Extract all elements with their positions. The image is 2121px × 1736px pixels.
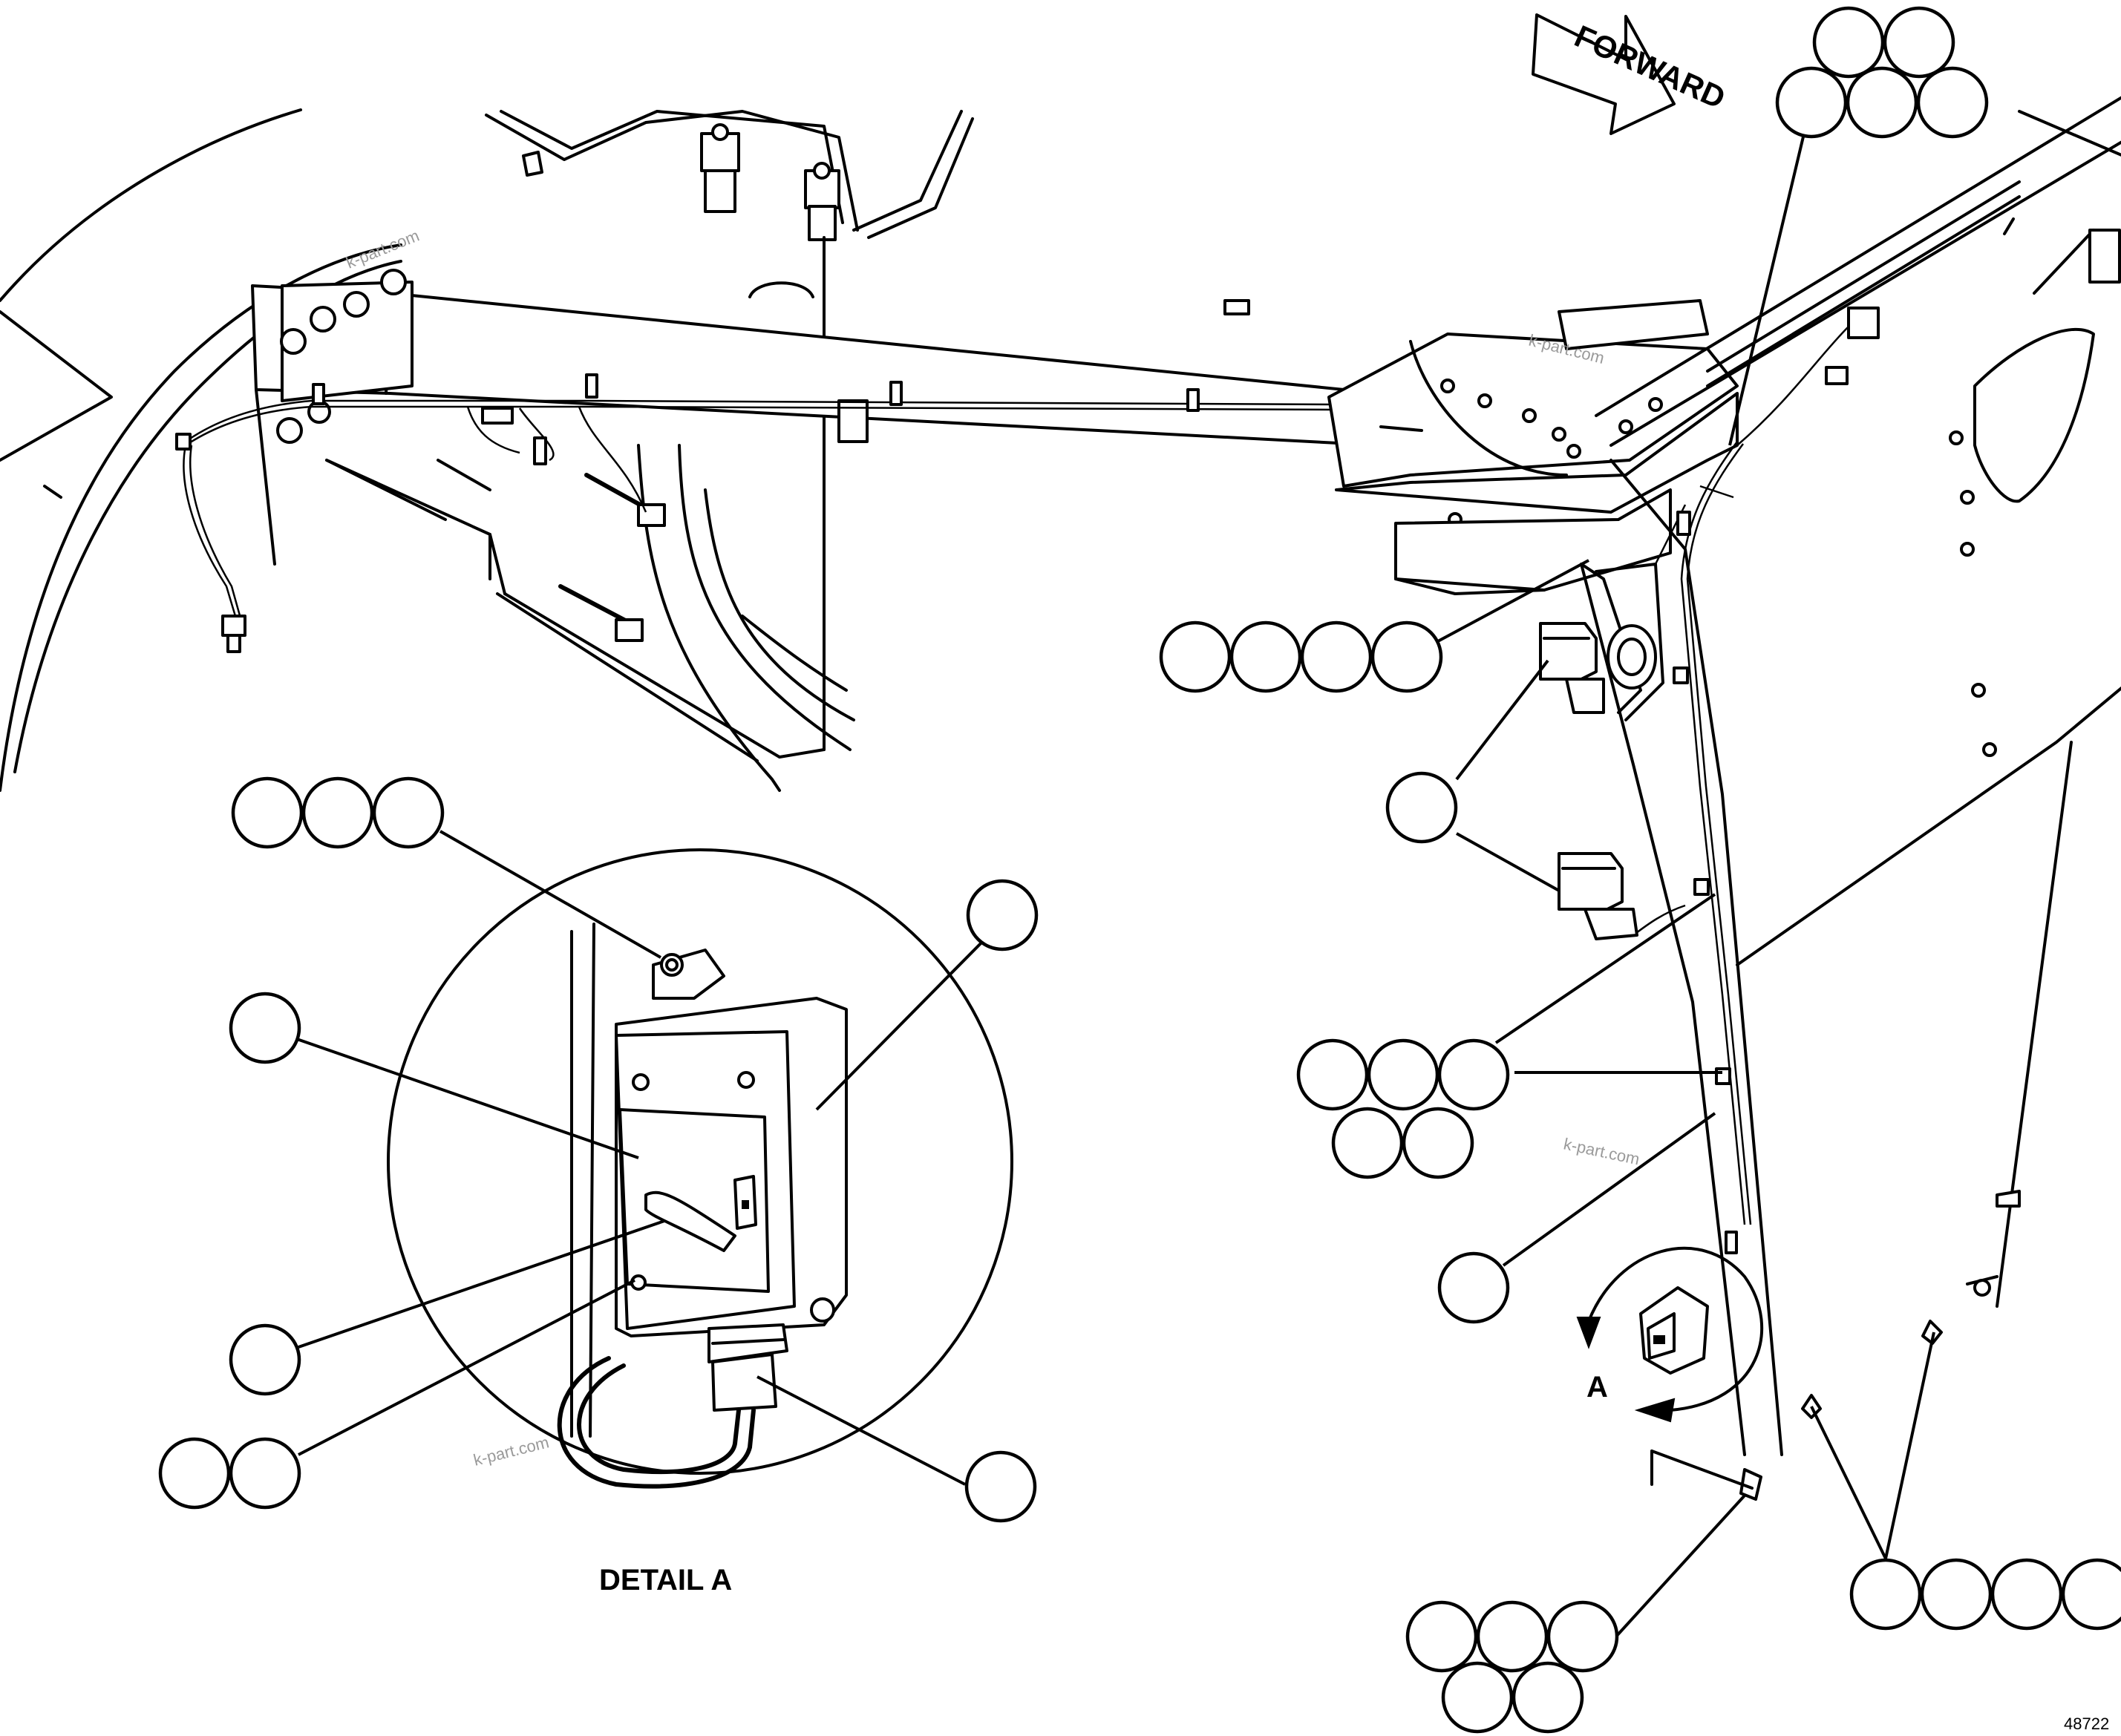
- callout-detail-handle: [229, 1323, 301, 1396]
- detail-a-view: [387, 848, 1013, 1489]
- watermark: k-part.com: [1562, 1134, 1641, 1168]
- marker-lamp-upper: [1539, 622, 1605, 714]
- callout-group-clip-bottom: [1405, 1600, 1619, 1734]
- callout-detail-box: [966, 879, 1039, 951]
- watermark: k-part.com: [471, 1432, 551, 1469]
- cross-beam: [251, 269, 1416, 566]
- cab-side-panels: [325, 444, 855, 792]
- rotation-arrow: [1576, 1246, 1763, 1423]
- callout-harness-lower: [1437, 1251, 1510, 1324]
- wire-harness-left: [175, 373, 1337, 653]
- callout-detail-connector: [964, 1450, 1037, 1523]
- callout-group-top-right: [1775, 6, 1989, 139]
- view-marker-label: A: [1586, 1371, 1608, 1403]
- callout-group-bracket: [1159, 620, 1443, 693]
- mount-bracket: [1327, 96, 2121, 595]
- callout-group-clips-mid: [1296, 1038, 1510, 1179]
- callout-group-detail-screw: [231, 776, 445, 849]
- callout-lamps: [1385, 771, 1458, 844]
- callout-group-clamps-right: [1849, 1558, 2121, 1631]
- cab-wall-right: [1580, 327, 2121, 1456]
- forward-arrow: FORWARD: [1532, 13, 1731, 135]
- callout-leaders: [296, 133, 1935, 1648]
- detail-caption: DETAIL A: [599, 1564, 732, 1596]
- fender: [0, 108, 402, 792]
- callout-group-detail-hole: [158, 1437, 301, 1510]
- cab-structure: [485, 110, 974, 751]
- switch-box-small: [1639, 1286, 1709, 1375]
- wire-harness-right: [1633, 326, 2021, 1501]
- drawing-number: 48722: [2064, 1714, 2109, 1733]
- callout-detail-cover: [229, 992, 301, 1064]
- marker-lamp-lower: [1558, 852, 1638, 940]
